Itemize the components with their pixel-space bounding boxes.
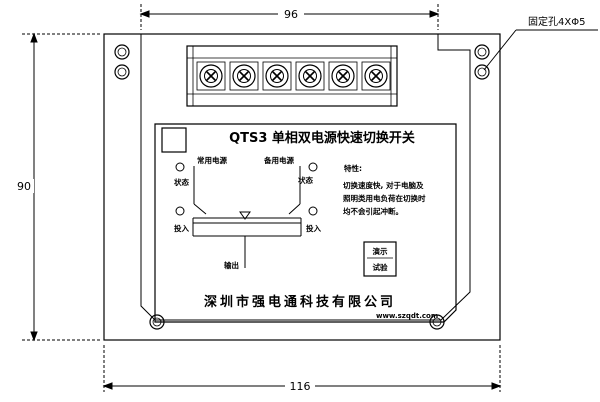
left-height-label: 90	[17, 180, 31, 193]
terminal-screw-icon	[361, 61, 391, 91]
features-heading: 特性:	[344, 163, 362, 173]
company-website: www.szqdt.com	[376, 312, 438, 320]
features-line: 切换速度快, 对于电脑及	[343, 180, 424, 190]
input-left-label: 投入	[174, 223, 189, 233]
test-button[interactable]: 演示 试验	[363, 241, 397, 277]
status-right-label: 状态	[298, 175, 313, 185]
source-left-label: 常用电源	[197, 155, 227, 165]
source-right-label: 备用电源	[263, 155, 294, 165]
terminal-screw-icon	[328, 61, 358, 91]
terminal-block	[186, 45, 398, 107]
input-led-right	[308, 206, 318, 216]
features-line: 照明类用电负荷在切换时	[343, 193, 426, 203]
status-led-right	[308, 162, 318, 172]
fixing-hole-leader	[483, 29, 598, 71]
mounting-hole	[114, 64, 130, 80]
terminal-screw-icon	[229, 61, 259, 91]
switch-schematic	[192, 166, 302, 268]
mounting-hole	[474, 64, 490, 80]
panel-title: QTS3 单相双电源快速切换开关	[229, 130, 415, 146]
terminal-screws	[196, 61, 391, 91]
terminal-screw-icon	[295, 61, 325, 91]
status-led-left	[175, 162, 185, 172]
bottom-width-label: 116	[290, 380, 311, 393]
label-window	[161, 127, 187, 153]
input-right-label: 投入	[306, 223, 321, 233]
terminal-screw-icon	[196, 61, 226, 91]
fixing-hole-label: 固定孔4XΦ5	[528, 15, 585, 28]
output-label: 输出	[224, 260, 239, 270]
test-button-label-bottom: 试验	[373, 262, 388, 272]
test-button-label-top: 演示	[373, 246, 388, 256]
company-name: 深圳市强电通科技有限公司	[204, 294, 396, 310]
top-width-label: 96	[284, 8, 298, 21]
front-panel	[154, 123, 457, 323]
features-line: 均不会引起冲断。	[343, 206, 403, 216]
body-outline	[140, 33, 471, 321]
terminal-screw-icon	[262, 61, 292, 91]
mounting-hole	[114, 44, 130, 60]
status-left-label: 状态	[174, 177, 189, 187]
mounting-hole	[474, 44, 490, 60]
input-led-left	[175, 206, 185, 216]
